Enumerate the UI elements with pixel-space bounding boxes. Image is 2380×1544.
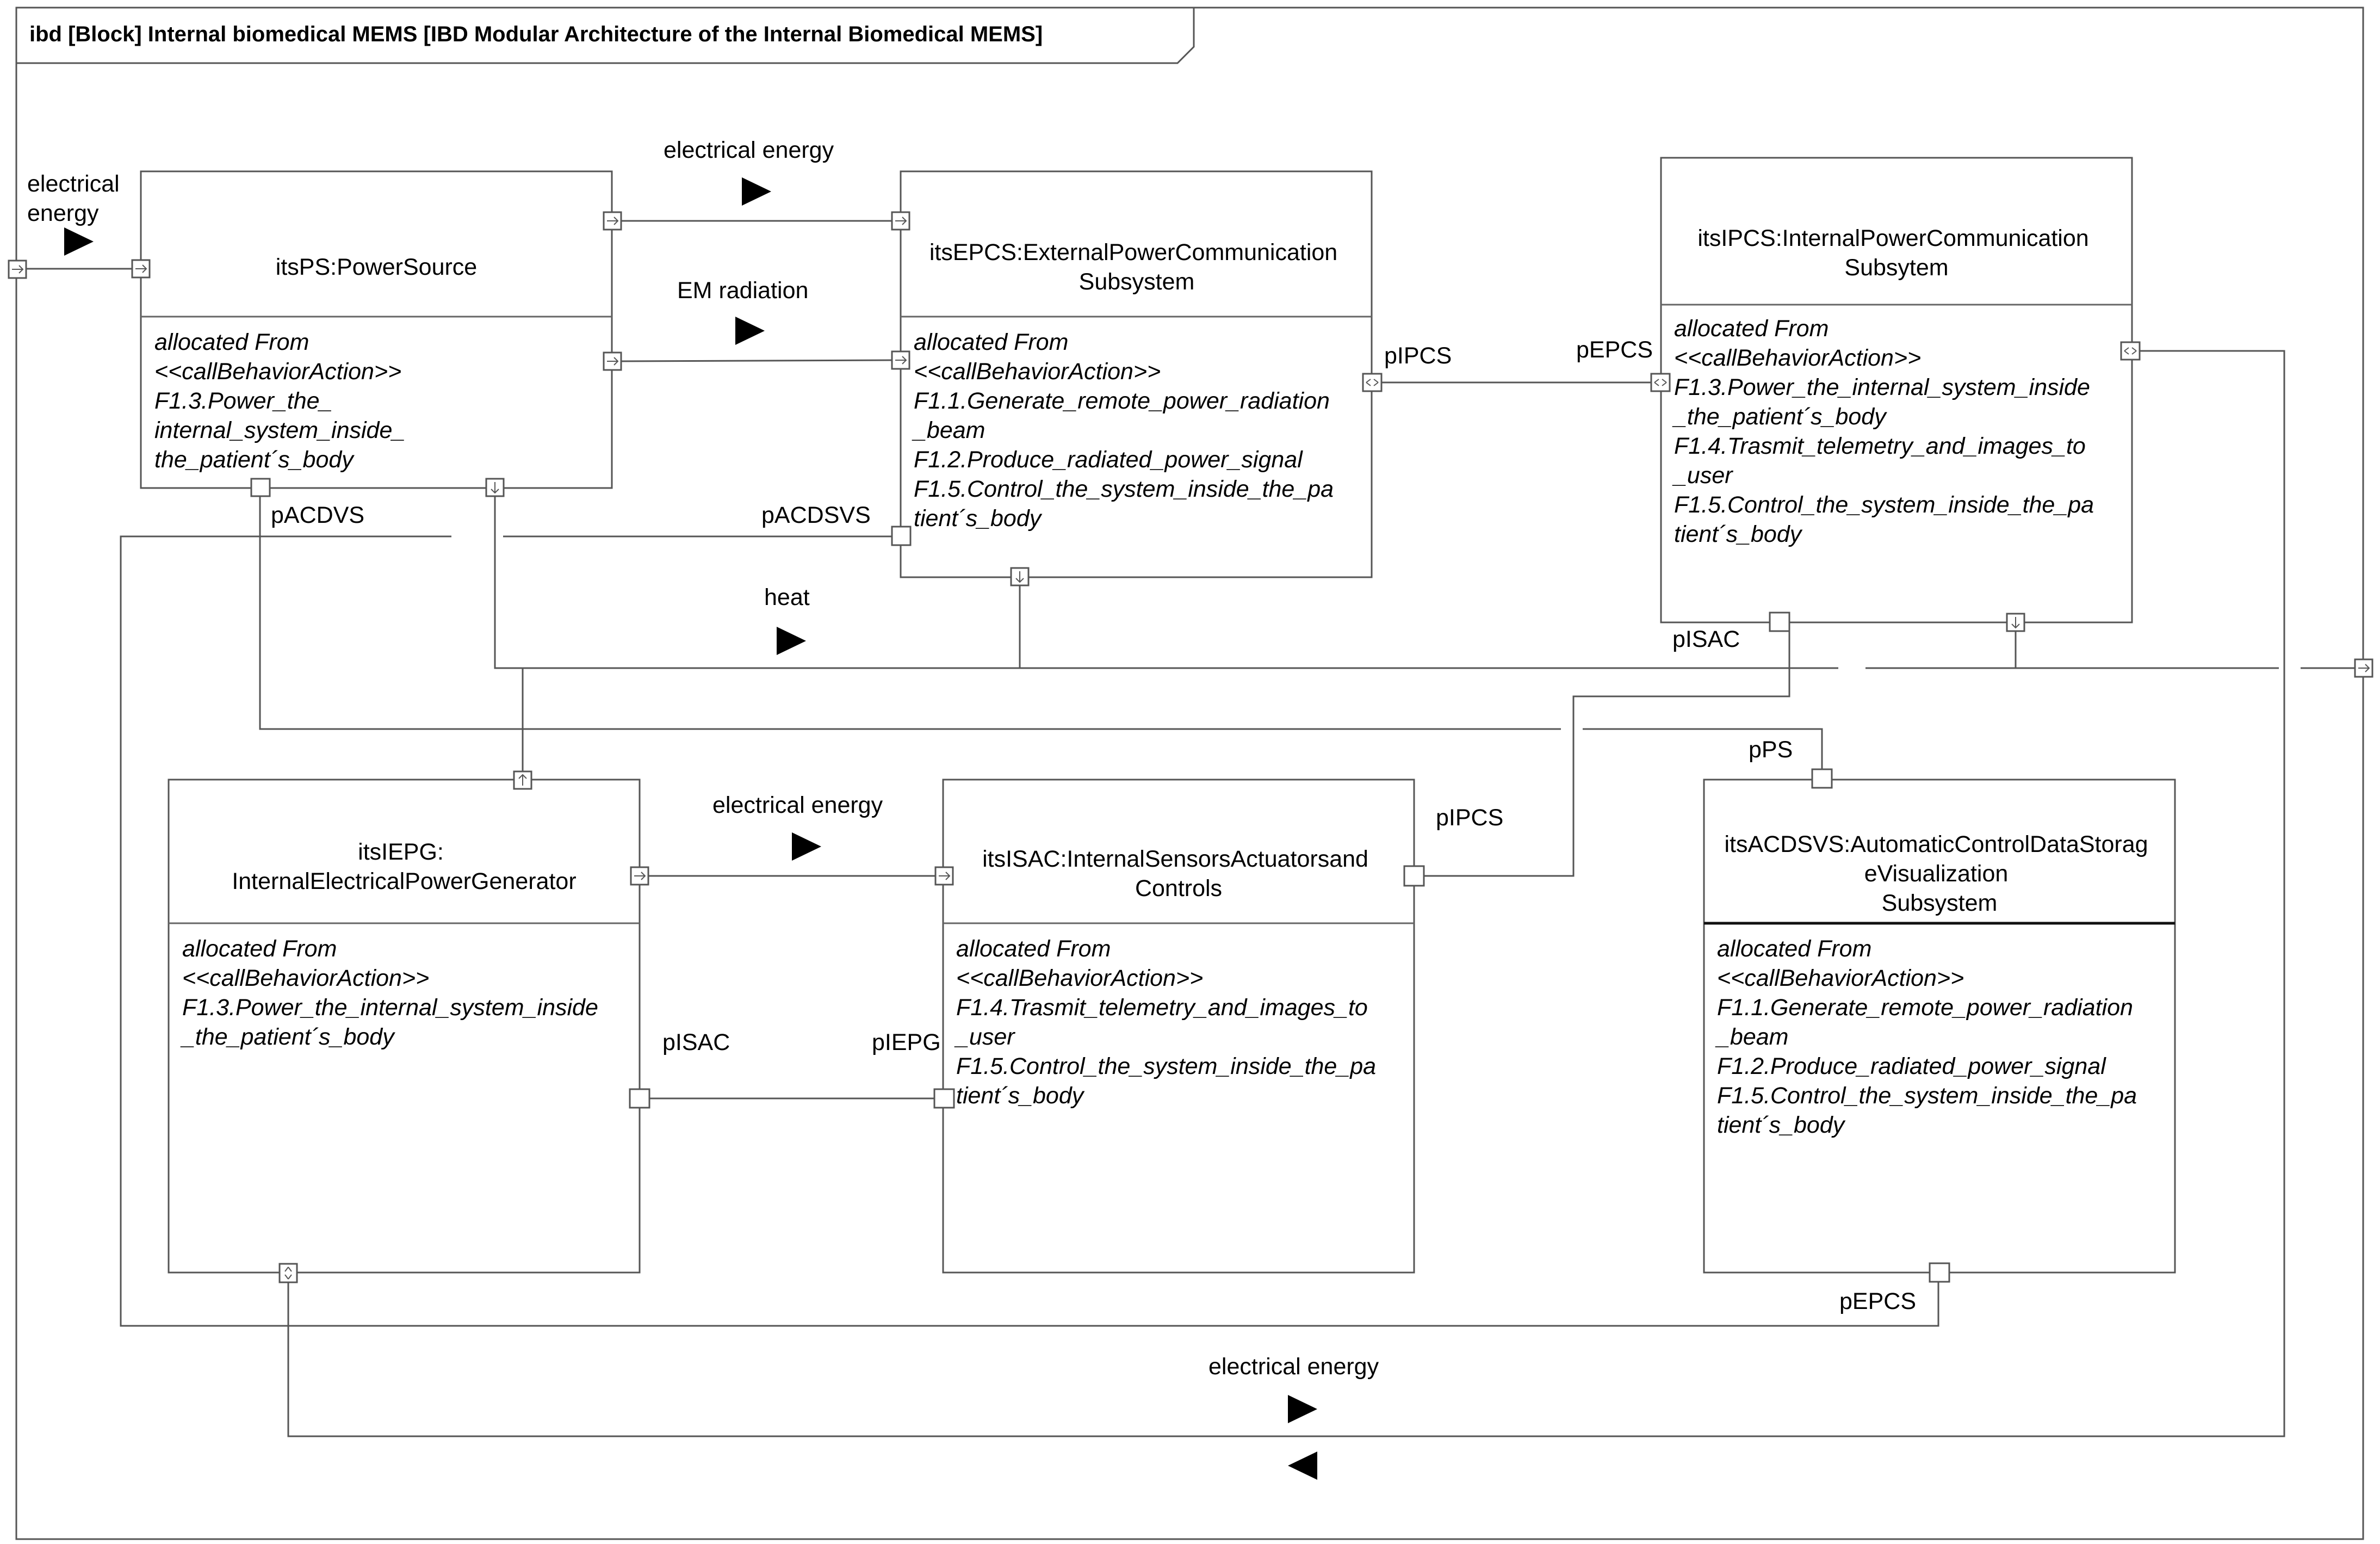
block-ps-name: itsPS:PowerSource [276,254,477,280]
connector-heat-bus [494,496,2355,669]
port-isac-piepg [933,1088,955,1109]
flow-arrow-right-icon [792,832,821,861]
port-label-acdsvs-pps: pPS [1749,737,1793,763]
block-acdsvs[interactable]: itsACDSVS:AutomaticControlDataStorag eVi… [1703,779,2176,1274]
flow-label-external-energy: electrical energy [27,171,126,226]
port-labels: pACDVS pACDSVS pIPCS pEPCS pISAC pPS pIP… [271,337,1916,1314]
block-iepg-name: itsIEPG: InternalElectricalPowerGenerato… [232,839,576,894]
diagram-frame: ibd [Block] Internal biomedical MEMS [IB… [15,7,2364,1540]
port-iepg-pisac [629,1088,650,1109]
block-ipcs-name: itsIPCS:InternalPowerCommunication Subsy… [1697,225,2095,281]
flow-label-em-radiation: EM radiation [677,277,808,304]
port-ps-energy-in [131,259,151,279]
block-epcs-alloc: allocated From <<callBehaviorAction>> F1… [912,329,1340,532]
connector-bottom-energy [287,350,2285,1437]
port-frame-in [8,260,27,279]
block-iepg-alloc: allocated From <<callBehaviorAction>> F1… [180,936,605,1050]
port-epcs-pacdsvs [891,526,912,546]
port-ipcs-energy [2120,341,2141,361]
block-iepg[interactable]: itsIEPG: InternalElectricalPowerGenerato… [168,779,641,1274]
flow-arrow-right-icon [777,627,806,655]
flow-label-bottom-energy: electrical energy [1208,1354,1379,1380]
port-epcs-energy-in [891,211,910,231]
port-label-epcs-pipcs: pIPCS [1384,343,1452,369]
port-label-isac-pipcs: pIPCS [1436,805,1503,831]
port-acdsvs-pps [1811,768,1833,789]
block-isac-alloc: allocated From <<callBehaviorAction>> F1… [954,936,1383,1109]
port-label-iepg-pisac: pISAC [662,1029,730,1055]
port-label-pacdvs: pACDVS [271,502,364,528]
ports [8,211,2373,1283]
flow-arrow-right-icon [64,227,94,256]
port-ps-energy-out [603,211,622,231]
port-label-ipcs-pisac: pISAC [1672,626,1740,652]
port-frame-heat-out [2354,658,2373,678]
block-acdsvs-alloc: allocated From <<callBehaviorAction>> F1… [1715,936,2143,1138]
port-acdsvs-pepcs [1929,1262,1950,1283]
connector-ipcs-isac [1423,631,1790,877]
connector-pacdsvs-pepcs [120,535,1939,1327]
flow-arrow-right-icon [742,177,771,206]
flow-arrow-right-icon [1288,1395,1317,1423]
port-ps-pacdvs [250,478,271,497]
port-isac-pipcs [1403,865,1425,887]
port-iepg-energy [278,1263,298,1283]
block-ipcs[interactable]: itsIPCS:InternalPowerCommunication Subsy… [1660,157,2133,623]
port-label-isac-piepg: pIEPG [872,1029,941,1055]
port-iepg-energy-out [630,866,649,886]
port-epcs-heat-out [1010,567,1030,586]
port-epcs-pipcs [1362,373,1383,392]
flow-label-iepg-isac-energy: electrical energy [712,792,883,818]
flow-label-heat: heat [764,584,810,610]
flow-label-ps-epcs-energy: electrical energy [664,137,834,163]
flow-arrow-right-icon [735,317,765,345]
block-isac-name: itsISAC:InternalSensorsActuatorsand Cont… [982,846,1375,901]
block-ps-alloc: allocated From <<callBehaviorAction>> F1… [154,329,412,473]
connector-pacdvs-pps [259,496,1823,769]
block-epcs-name: itsEPCS:ExternalPowerCommunication Subsy… [929,239,1344,295]
port-epcs-em-in [891,350,910,370]
connector-ps-epcs-em [621,359,892,362]
block-epcs[interactable]: itsEPCS:ExternalPowerCommunication Subsy… [900,170,1373,578]
block-ipcs-alloc: allocated From <<callBehaviorAction>> F1… [1672,316,2100,547]
flow-arrow-left-icon [1288,1452,1317,1480]
port-label-pacdsvs: pACDSVS [761,502,871,528]
port-ipcs-pisac [1769,612,1790,632]
block-isac[interactable]: itsISAC:InternalSensorsActuatorsand Cont… [942,779,1415,1274]
port-label-acdsvs-pepcs: pEPCS [1839,1288,1916,1314]
block-acdsvs-name: itsACDSVS:AutomaticControlDataStorag eVi… [1724,831,2154,916]
flow-arrows [64,177,1317,1480]
block-ps[interactable]: itsPS:PowerSource allocated From <<callB… [140,170,613,489]
flow-labels: electrical energy electrical energy EM r… [27,137,1379,1380]
port-ps-heat-out [485,478,505,497]
port-label-ipcs-pepcs: pEPCS [1576,337,1653,363]
port-iepg-heat-in [513,770,532,790]
port-ipcs-pepcs [1650,373,1671,392]
frame-title: ibd [Block] Internal biomedical MEMS [IB… [29,22,1043,46]
port-ipcs-heat-out [2006,613,2025,632]
connectors [25,220,2355,1437]
port-ps-em-out [603,351,622,371]
port-isac-energy-in [934,866,954,886]
